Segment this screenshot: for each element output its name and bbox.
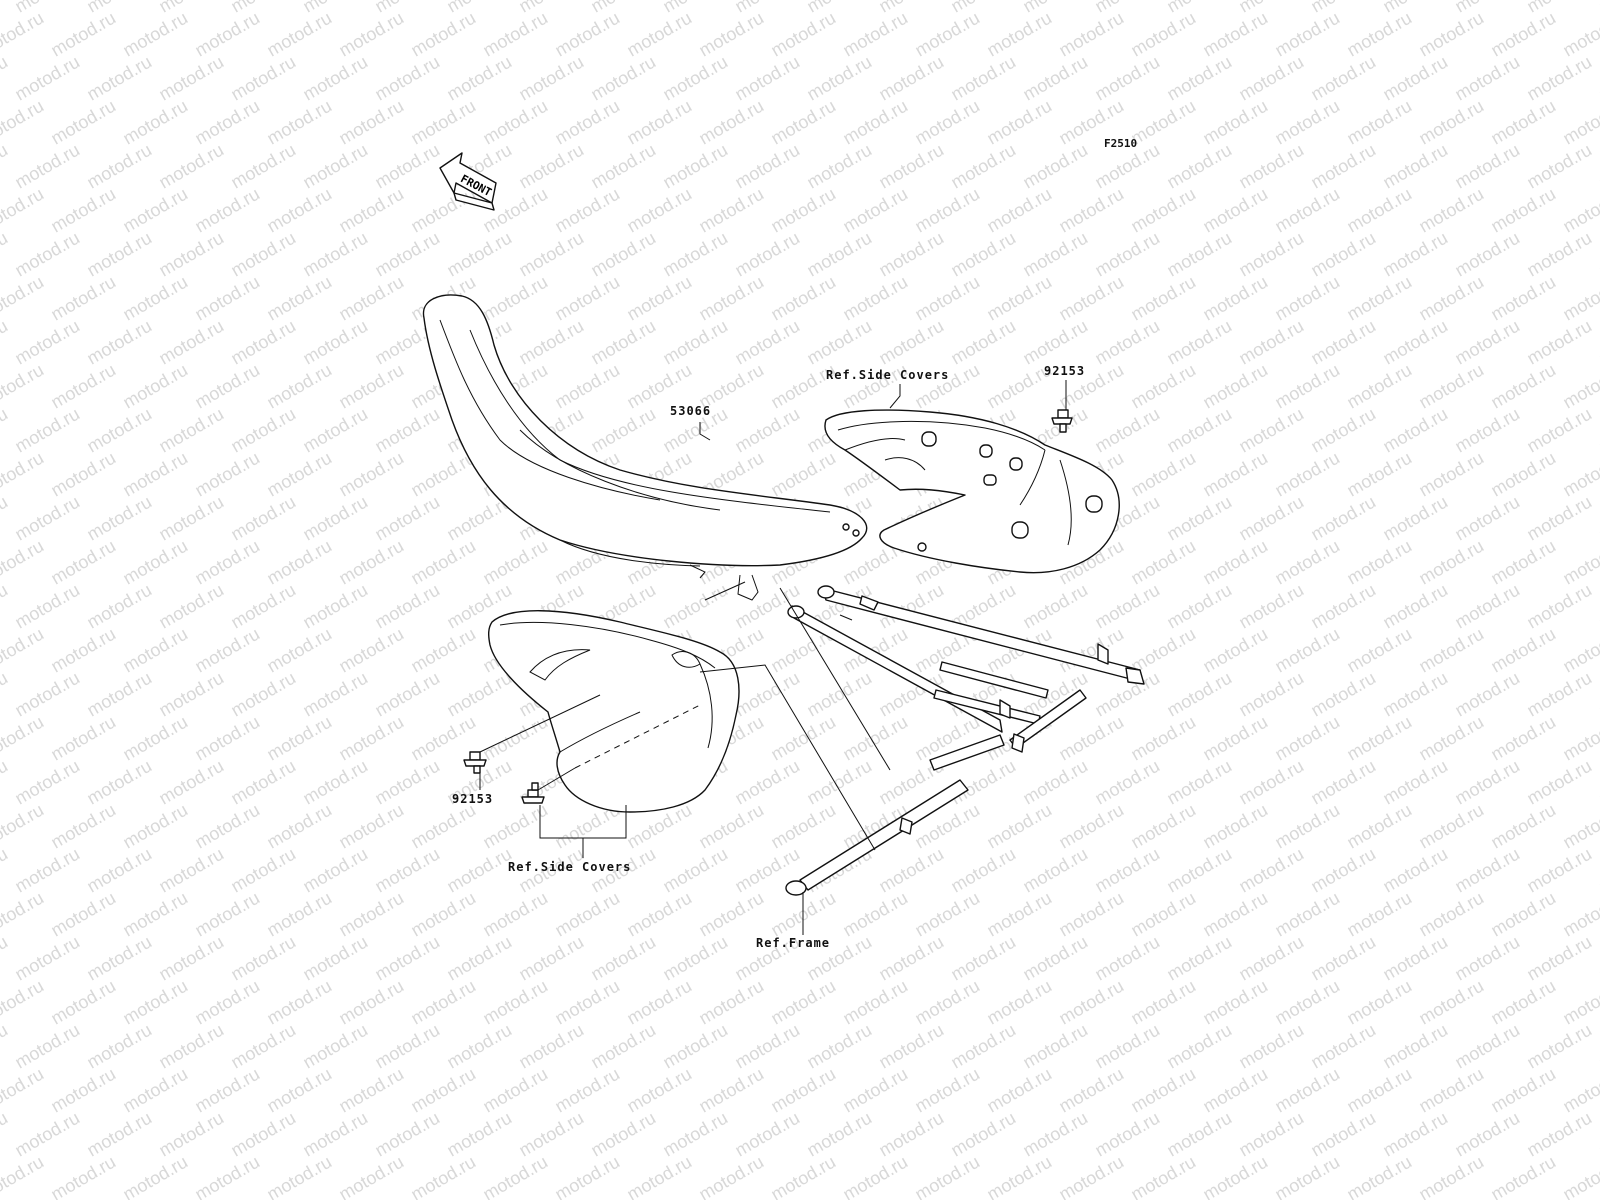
right-side-covers-ref: Ref.Side Covers (826, 368, 950, 382)
sub-frame-part (785, 585, 1145, 896)
bolt-left-lower-part (521, 782, 545, 804)
right-bolt-part-number: 92153 (1044, 364, 1086, 378)
diagram-code: F2510 (1104, 137, 1137, 150)
right-side-cover-part (824, 409, 1120, 574)
seat-part (422, 294, 868, 601)
left-side-covers-ref: Ref.Side Covers (508, 860, 632, 874)
seat-part-number: 53066 (670, 404, 712, 418)
frame-ref: Ref.Frame (756, 936, 831, 950)
left-side-cover-part (487, 610, 740, 813)
bolt-right-part (1051, 409, 1073, 433)
leader-lines (479, 380, 1067, 935)
left-bolt-part-number: 92153 (452, 792, 494, 806)
bolt-left-part (463, 751, 487, 774)
front-arrow-icon: FRONT (439, 152, 497, 211)
